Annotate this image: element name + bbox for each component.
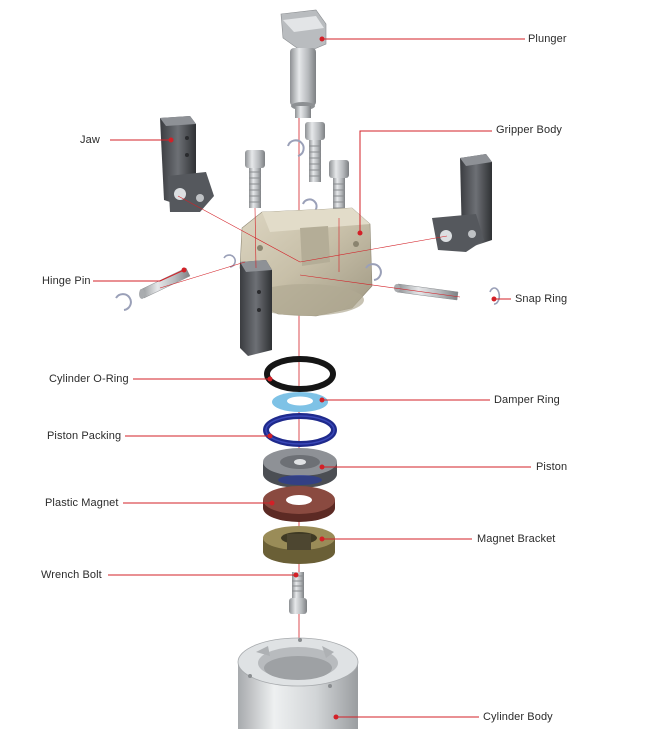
cylinder-o-ring-part	[264, 356, 336, 392]
label-gripper-body: Gripper Body	[496, 124, 563, 136]
label-piston-packing: Piston Packing	[47, 430, 122, 442]
cap-screw-center	[305, 122, 325, 182]
snap-ring-right	[365, 263, 501, 305]
label-snap-ring: Snap Ring	[515, 293, 568, 305]
piston-packing-part	[263, 413, 337, 447]
hinge-pin-left	[139, 267, 191, 299]
label-plastic-magnet: Plastic Magnet	[45, 497, 119, 509]
label-jaw: Jaw	[80, 134, 100, 146]
hinge-pin-right	[394, 283, 459, 301]
jaw-left-part	[160, 116, 214, 212]
gripper-body-part	[239, 207, 373, 317]
piston-part	[263, 448, 337, 488]
leader-dots	[168, 36, 497, 720]
magnet-bracket-part	[263, 526, 335, 564]
cap-screw-left	[245, 150, 265, 208]
label-plunger: Plunger	[528, 33, 567, 45]
jaw-right-part	[432, 154, 492, 252]
label-wrench-bolt: Wrench Bolt	[41, 569, 102, 581]
leader-lines	[93, 38, 531, 718]
plunger-part	[280, 9, 327, 118]
label-hinge-pin: Hinge Pin	[42, 275, 91, 287]
damper-ring-part	[272, 392, 328, 412]
cap-screw-right	[329, 160, 349, 218]
label-cylinder-o-ring: Cylinder O-Ring	[49, 373, 129, 385]
leader-hinge-pin	[93, 269, 185, 282]
label-piston: Piston	[536, 461, 568, 473]
label-damper-ring: Damper Ring	[494, 394, 560, 406]
plastic-magnet-part	[263, 486, 335, 522]
label-magnet-bracket: Magnet Bracket	[477, 533, 556, 545]
label-cylinder-body: Cylinder Body	[483, 711, 553, 723]
cylinder-body-part	[237, 637, 359, 729]
jaw-lower-block	[240, 260, 272, 356]
wrench-bolt-part	[289, 572, 307, 614]
leader-gripper-body	[359, 130, 492, 233]
